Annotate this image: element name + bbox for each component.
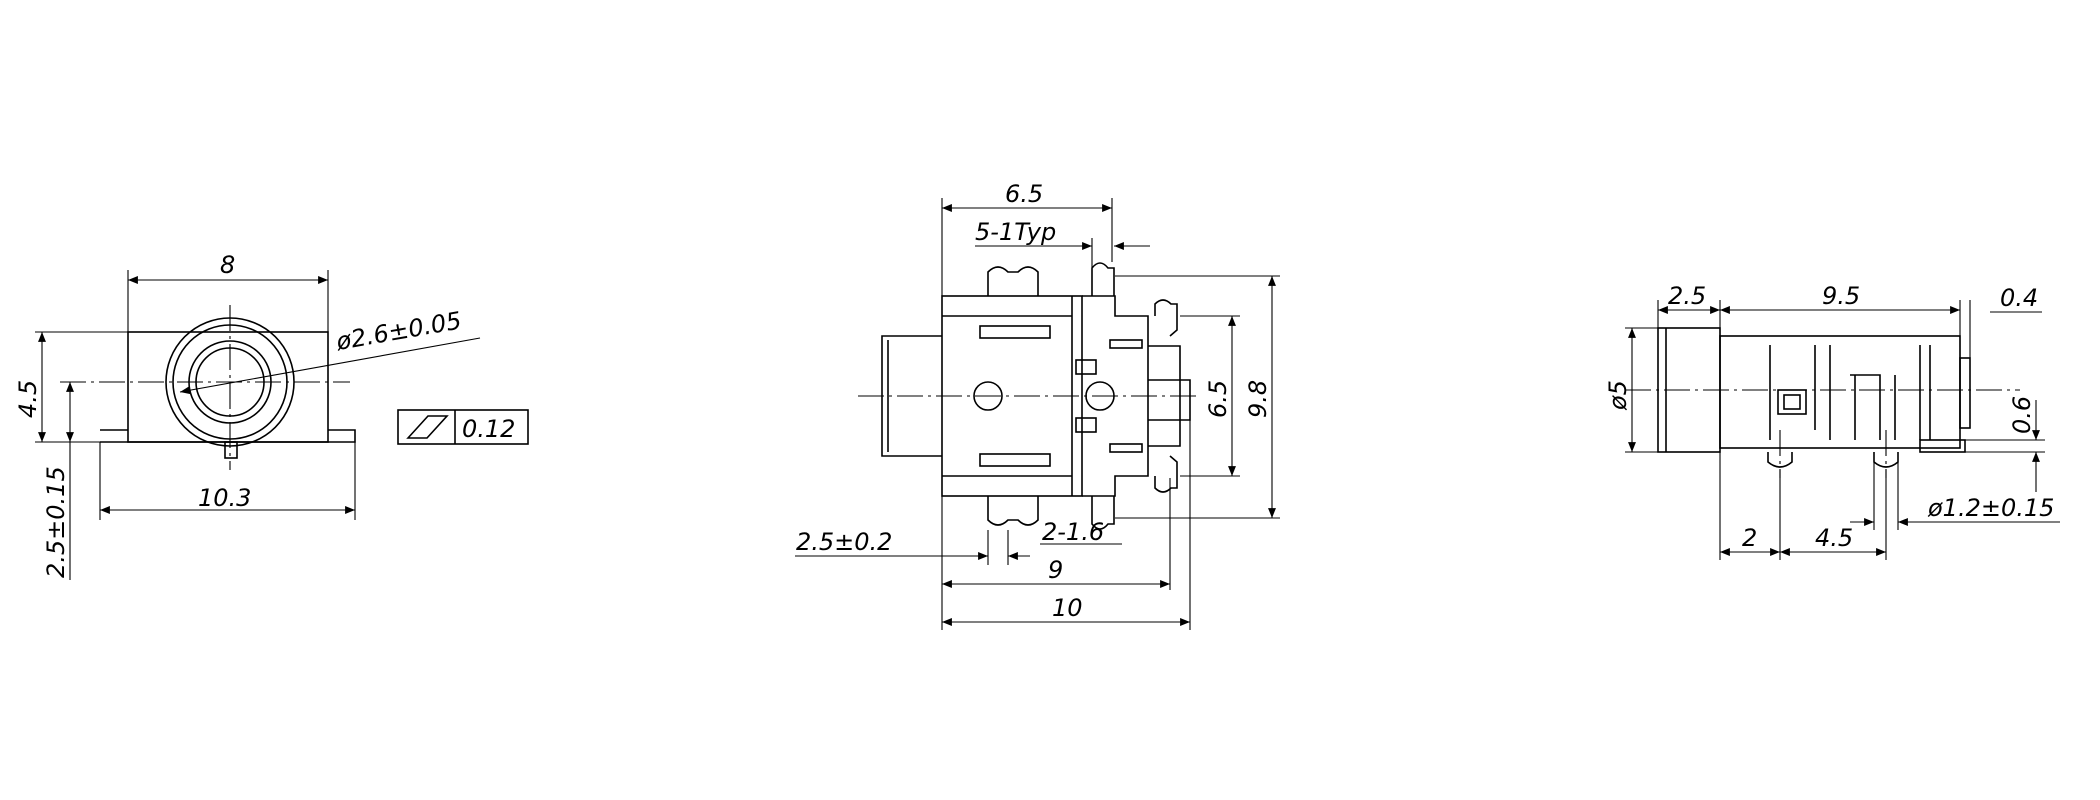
label-top-width-6-5: 6.5 xyxy=(1005,180,1043,208)
top-terminal-3 xyxy=(1154,299,1178,337)
label-length-9: 9 xyxy=(1048,556,1063,584)
label-side-0-4: 0.4 xyxy=(2000,284,2038,312)
label-flatness-value: 0.12 xyxy=(462,415,515,443)
side-post-1 xyxy=(1767,452,1793,468)
bottom-terminal-1 xyxy=(987,496,1039,526)
label-side-2-5: 2.5 xyxy=(1668,282,1706,310)
label-offset-2-5: 2.5±0.2 xyxy=(796,528,892,556)
top-hole-left xyxy=(973,381,1003,411)
label-bore-diameter: ø2.6±0.05 xyxy=(333,306,463,356)
label-side-diameter: ø5 xyxy=(1604,380,1632,411)
front-center-pin xyxy=(224,441,238,459)
label-length-10: 10 xyxy=(1052,594,1083,622)
top-terminal-1 xyxy=(987,266,1039,296)
side-tail xyxy=(1959,357,1971,429)
label-side-0-6: 0.6 xyxy=(2008,396,2036,434)
label-height-6-5: 6.5 xyxy=(1204,380,1232,418)
label-width-8: 8 xyxy=(220,251,235,279)
label-pin-spacing: 2-1.6 xyxy=(1042,518,1104,546)
side-view: 2.5 9.5 0.4 ø5 0.6 ø1.2±0.15 2 xyxy=(1604,282,2060,560)
front-view: 8 10.3 4.5 2.5±0.15 ø2.6±0.05 0.12 xyxy=(14,251,529,580)
label-height-4-5: 4.5 xyxy=(14,380,42,418)
side-body xyxy=(1719,335,1961,449)
label-pin-pitch: 5-1Typ xyxy=(975,218,1056,246)
side-window xyxy=(1777,389,1807,415)
top-view: 6.5 5-1Typ 6.5 9.8 2.5±0.2 2-1.6 9 xyxy=(795,180,1280,630)
label-side-9-5: 9.5 xyxy=(1822,282,1860,310)
label-post-diameter: ø1.2±0.15 xyxy=(1927,494,2054,522)
leader-bore-diameter xyxy=(179,337,481,395)
label-pin-offset: 2.5±0.15 xyxy=(42,466,70,578)
label-height-9-8: 9.8 xyxy=(1244,380,1272,418)
label-width-10-3: 10.3 xyxy=(198,484,251,512)
bottom-terminal-2 xyxy=(1091,496,1115,530)
flatness-tolerance-frame: 0.12 xyxy=(397,409,529,445)
bottom-terminal-3 xyxy=(1154,455,1178,493)
label-side-2: 2 xyxy=(1742,524,1757,552)
top-terminal-2 xyxy=(1091,262,1115,296)
flatness-symbol-icon xyxy=(406,415,449,439)
label-side-4-5: 4.5 xyxy=(1815,524,1853,552)
front-flange xyxy=(100,429,356,443)
